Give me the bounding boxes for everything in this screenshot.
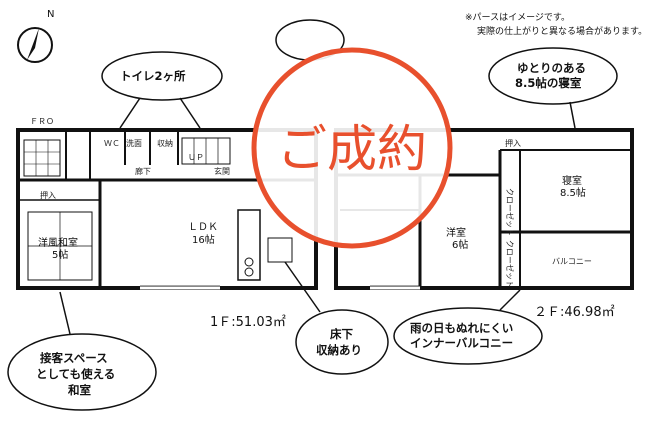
callout-bedroom-pointer [569,101,576,129]
first-floor-area: 1Ｆ:51.03㎡ [210,315,286,330]
wc-label: ＷＣ [104,139,120,148]
note-line-2: 実際の仕上がりと異なる場合があります。 [477,25,646,37]
sold-stamp-ring [251,47,453,249]
sold-stamp-text: ご成約 [277,120,427,178]
callout-bedroom-line2: 8.5帖の寝室 [515,76,582,90]
callout-underfloor-pointer [284,261,321,313]
callout-inner-balcony-bubble [393,307,543,365]
callout-bedroom-bubble [488,47,618,105]
callout-bedroom-line1: ゆとりのある [517,61,586,75]
youshitsu-name: 洋室 [446,226,466,239]
balcony-label: バルコニー [552,257,592,266]
callout-underfloor-line1: 床下 [330,327,353,341]
callout-inner-balcony-line2: インナーバルコニー [410,336,513,350]
note-line-1: ※パースはイメージです。 [465,12,570,23]
ldk-size: 16帖 [192,233,215,246]
callout-guest-bubble [7,333,157,411]
callout-guest-line2: としても使える [36,367,115,381]
first-floor-plan [16,128,318,290]
fridge [267,237,293,263]
senmen-label: 洗面 [126,138,142,148]
compass-ring [17,27,53,63]
ldk-name: ＬＤＫ [188,222,218,233]
callout-inner-balcony-pointer [499,289,521,311]
furo-label: ＦＲＯ [30,117,54,126]
stove-icon [244,257,254,267]
kitchen-counter [237,209,261,281]
second-floor-area: ２Ｆ:46.98㎡ [534,305,615,320]
callout-guest-line3: 和室 [68,383,91,397]
washitsu-name: 洋風和室 [38,236,78,249]
callout-toilet-pointer [119,97,141,129]
callout-underfloor-bubble [295,309,389,375]
compass-label: N [47,9,54,20]
shunou-label: 収納 [157,138,173,148]
oshiire-label: 押入 [40,190,56,200]
genkan-label: 玄関 [214,166,230,176]
callout-guest-pointer [59,291,71,335]
callout-inner-balcony-line1: 雨の日もぬれにくい [410,321,513,335]
oshiire2-label: 押入 [505,138,521,148]
bathtub [23,139,61,177]
shinshitsu-size: 8.5帖 [560,186,586,199]
up-label: ＵＰ [188,153,204,162]
callout-toilet-bubble [101,51,223,101]
closet2-label: クローゼット [505,240,515,288]
north-arrow-icon [27,28,39,60]
rouka-label: 廊下 [135,166,151,176]
callout-toilet-text: トイレ2ヶ所 [120,69,186,83]
callout-underfloor-line2: 収納あり [316,343,362,357]
sold-stamp: ご成約 [251,47,453,249]
youshitsu-size: 6帖 [452,238,468,251]
washitsu-size: 5帖 [52,248,68,261]
closet1-label: クローゼット [505,188,515,236]
compass: N [17,9,54,63]
callout-guest-line1: 接客スペース [40,351,108,365]
shinshitsu-name: 寝室 [562,174,582,187]
